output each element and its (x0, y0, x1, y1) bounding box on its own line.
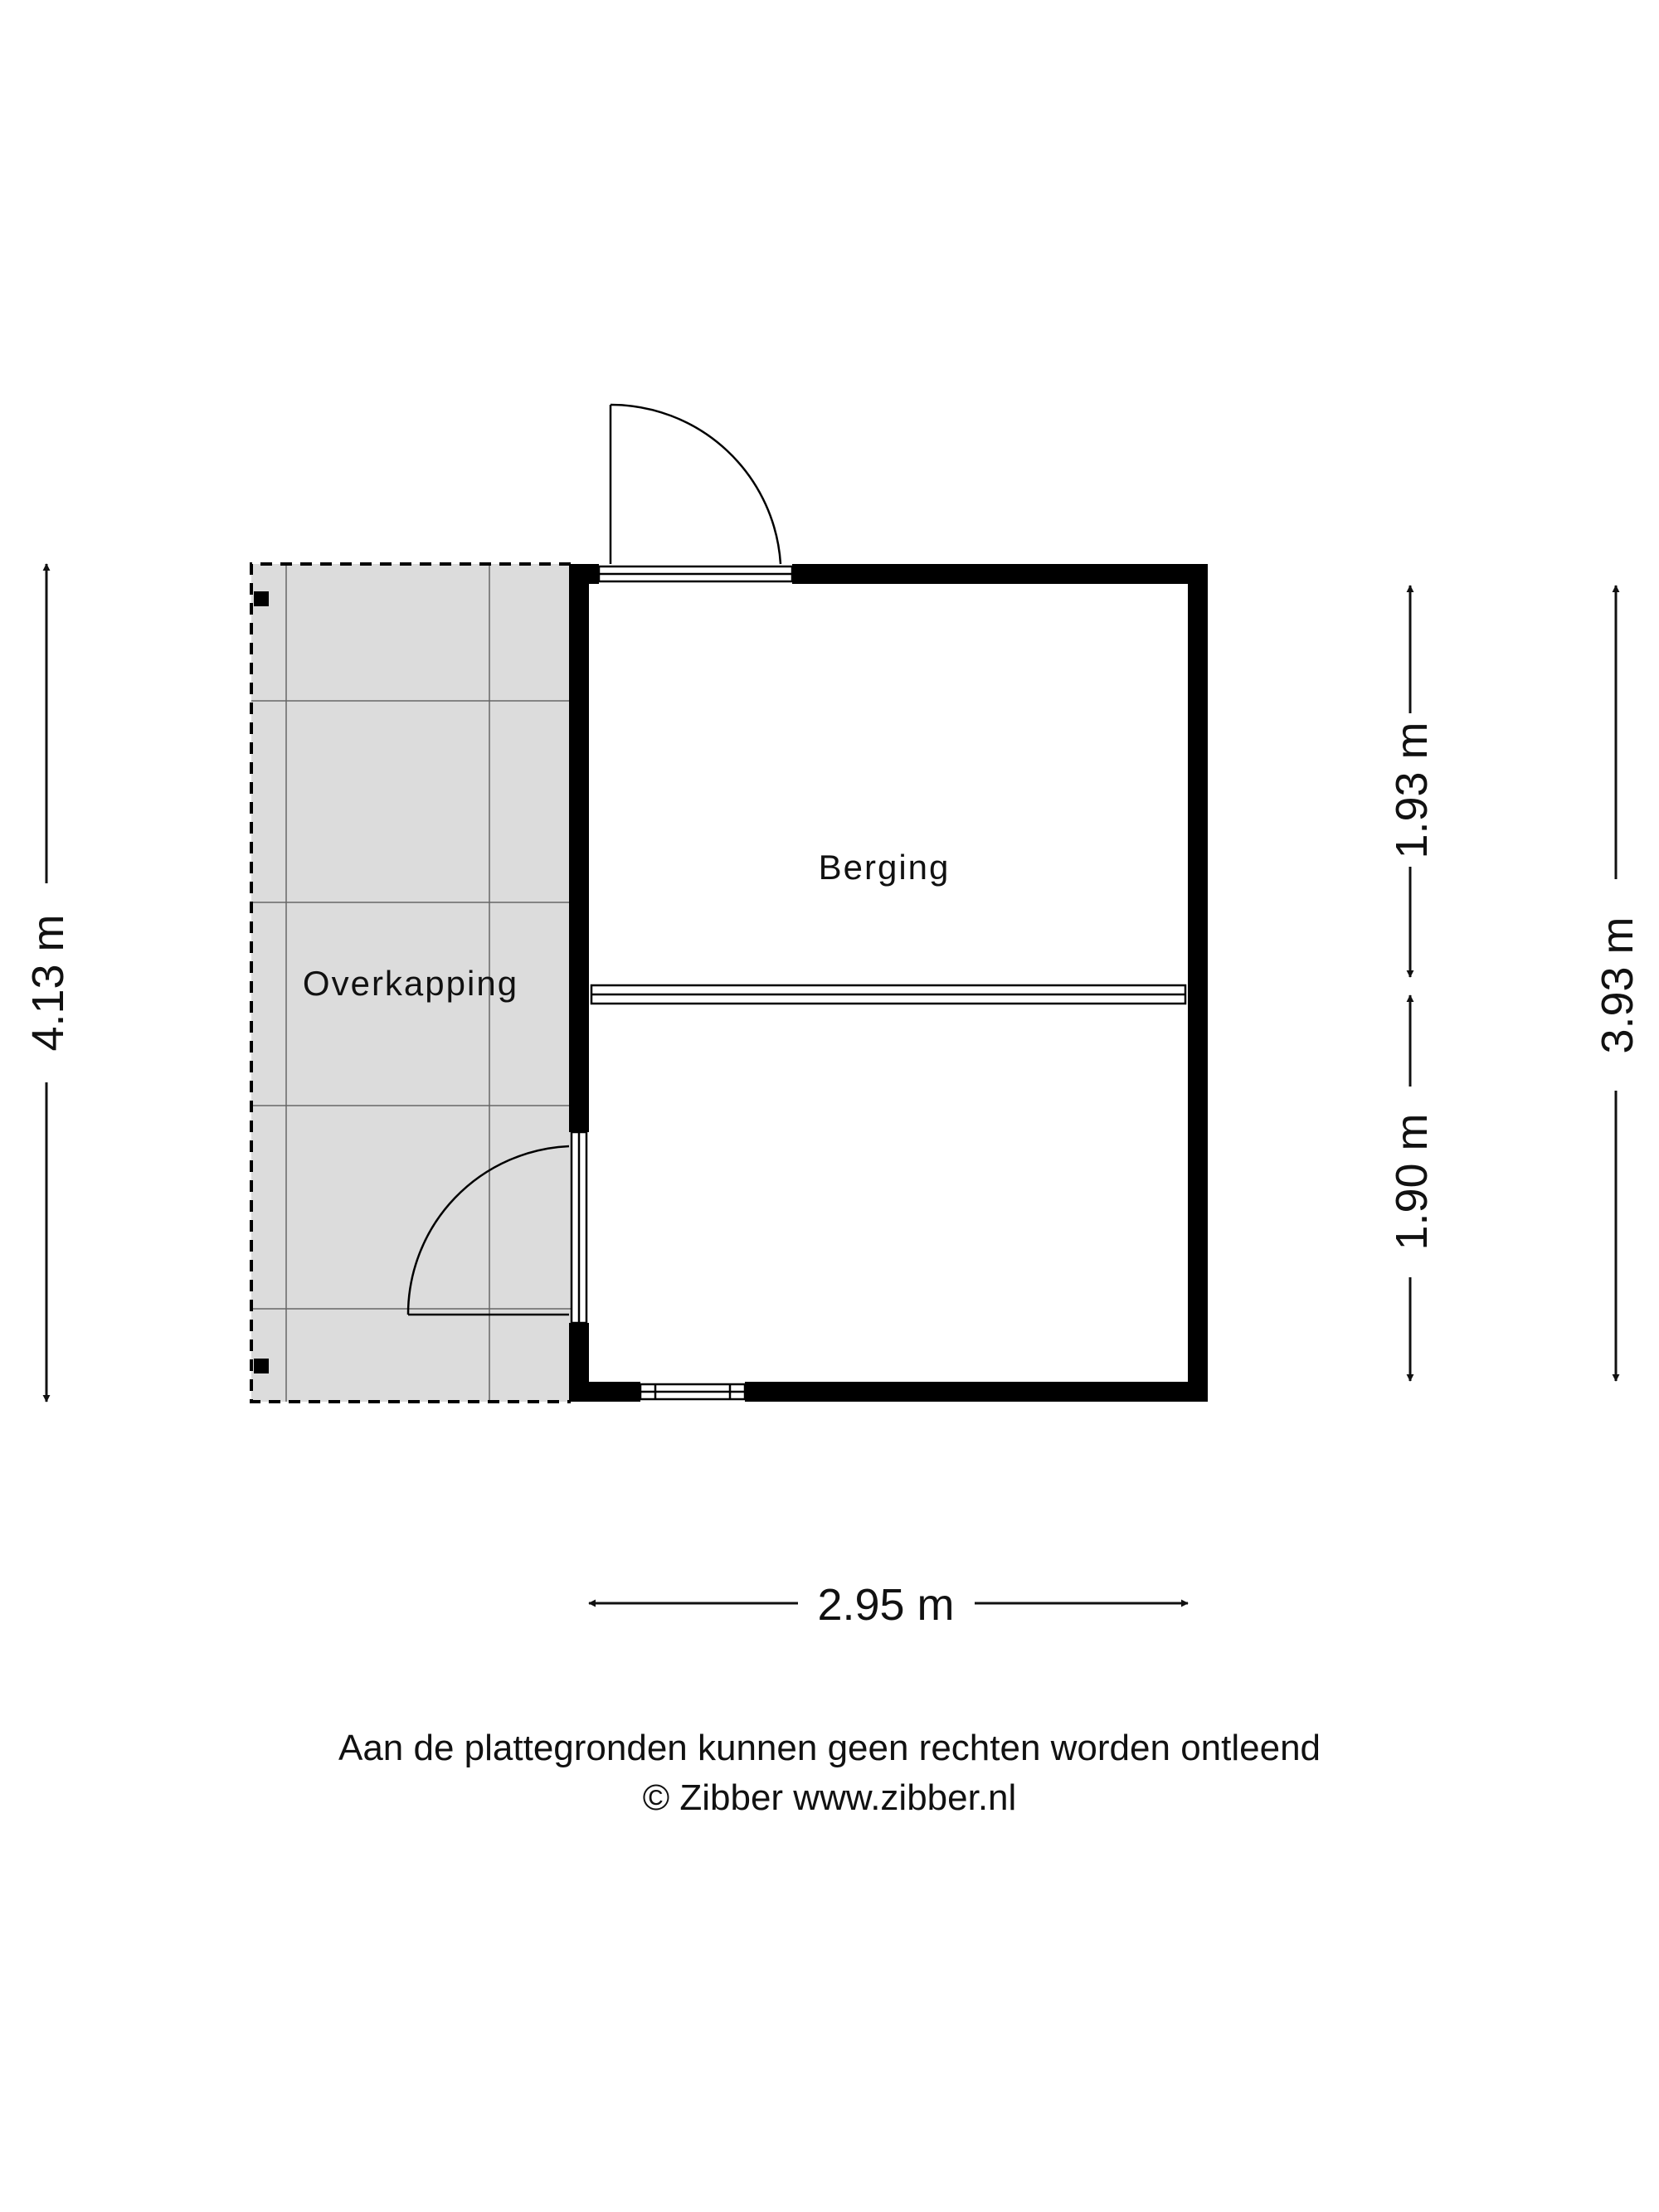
bottom-window (639, 1383, 747, 1401)
overkapping-area (250, 562, 571, 1403)
post-top (254, 591, 269, 606)
top-door (597, 403, 794, 583)
dim-label-lower-right: 1.90 m (1387, 1113, 1437, 1250)
disclaimer-text: Aan de plattegronden kunnen geen rechten… (338, 1728, 1321, 1768)
berging-walls (569, 564, 1208, 1402)
copyright-text: © Zibber www.zibber.nl (642, 1777, 1017, 1818)
post-bottom (254, 1359, 269, 1373)
partition (590, 984, 1187, 1005)
side-door (406, 1130, 588, 1325)
room-label-berging: Berging (819, 848, 951, 887)
dim-label-upper-right: 1.93 m (1387, 722, 1437, 858)
room-label-overkapping: Overkapping (303, 964, 518, 1003)
dim-label-total-right: 3.93 m (1593, 916, 1642, 1053)
dim-label-total-left: 4.13 m (23, 914, 73, 1051)
dim-label-width-bottom: 2.95 m (817, 1580, 954, 1630)
